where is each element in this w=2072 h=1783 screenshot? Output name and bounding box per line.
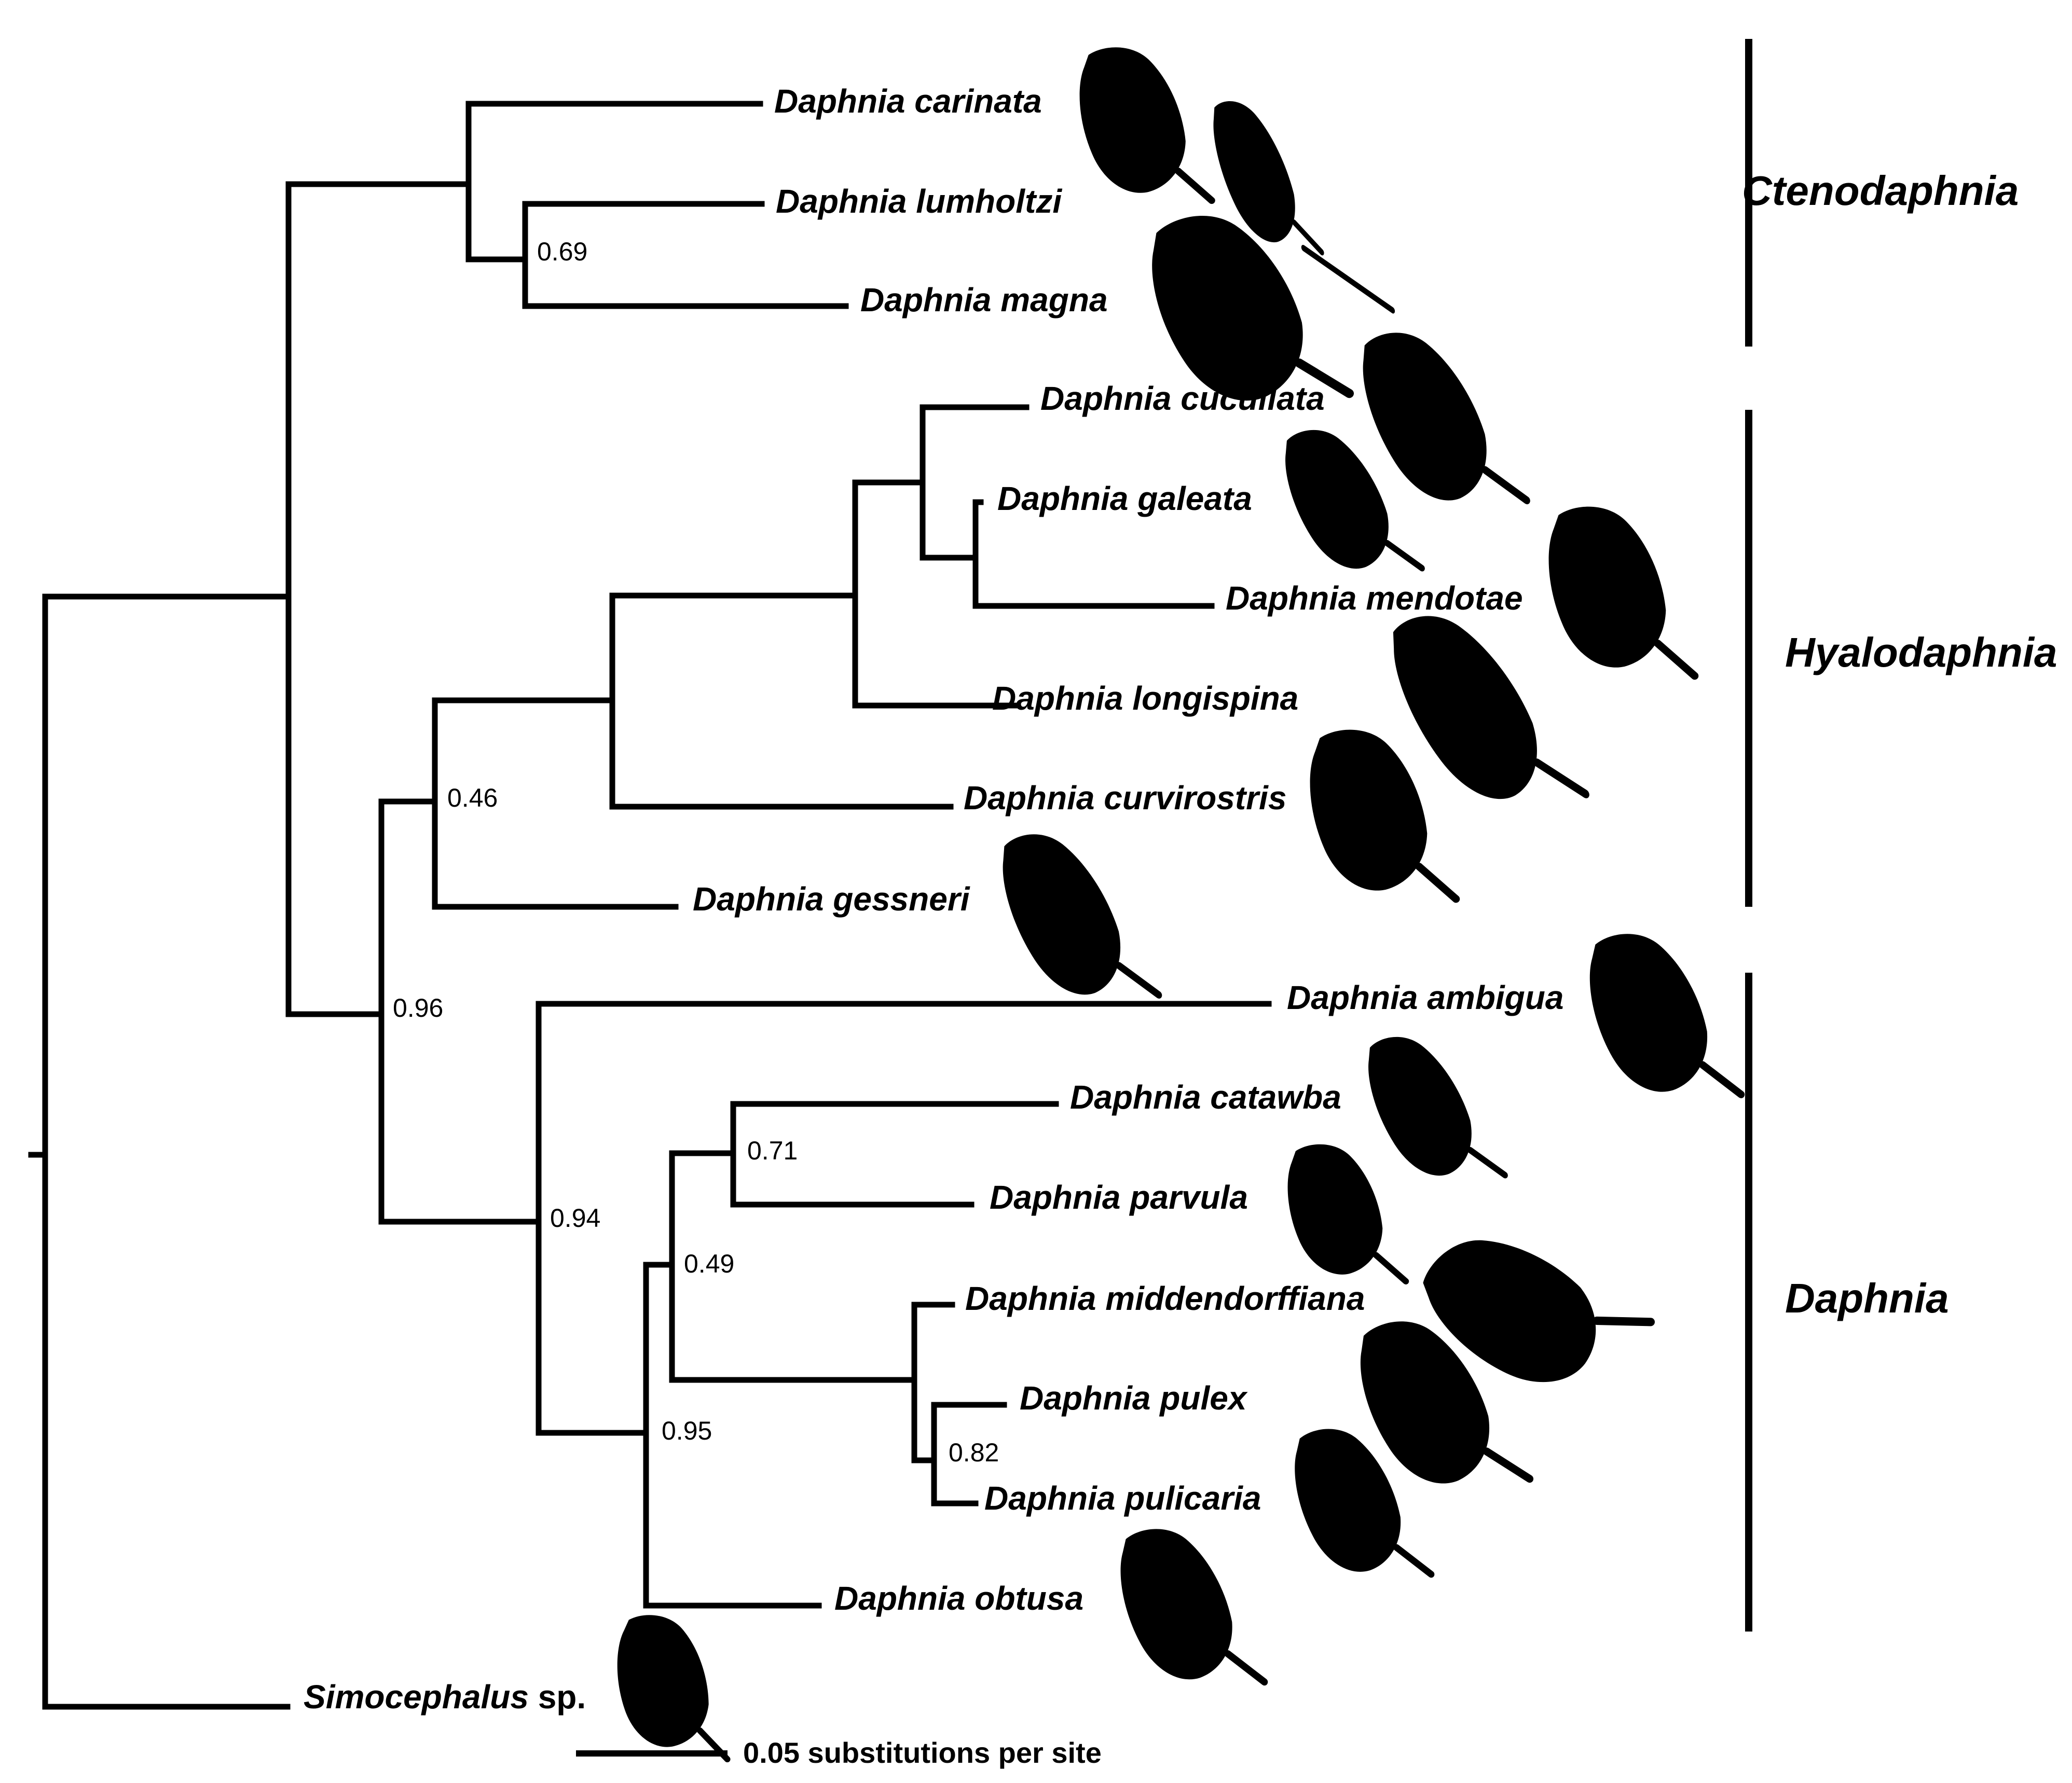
branch-node-i — [643, 1262, 822, 1609]
branch-root — [42, 593, 292, 1710]
clade-bars: Ctenodaphnia Hyalodaphnia Daphnia — [1742, 39, 2057, 1632]
taxon-label: Daphnia middendorffiana — [965, 1280, 1365, 1317]
branch-pulex-pulicaria — [931, 1402, 1007, 1506]
support-value: 0.69 — [537, 237, 587, 266]
support-value: 0.82 — [949, 1438, 999, 1467]
branch-node-j — [669, 1150, 917, 1383]
daphnia-silhouette-icon — [1532, 489, 1694, 706]
branch-node-d — [432, 697, 679, 910]
scale-bar: 0.05 substitutions per site — [576, 1736, 1102, 1769]
taxon-label: Simocephalus sp. — [304, 1678, 586, 1716]
daphnia-silhouette-icon — [1065, 32, 1212, 228]
branch-lumholtzi-magna — [522, 201, 849, 309]
daphnia-silhouette-icon — [1200, 72, 1395, 314]
branch-node-g — [920, 404, 1030, 561]
taxon-label: Daphnia catawba — [1070, 1079, 1341, 1116]
taxon-label: Daphnia longispina — [992, 680, 1298, 717]
tip-labels: Daphnia carinata Daphnia lumholtzi Daphn… — [304, 82, 1563, 1716]
taxon-label: Daphnia galeata — [997, 480, 1252, 517]
branch-ctenodaphnia — [465, 101, 763, 262]
branch-node-f — [852, 479, 1020, 709]
taxon-label: Daphnia parvula — [990, 1179, 1248, 1216]
branch-node-c — [378, 798, 542, 1225]
branch-catawba-parvula — [730, 1101, 1059, 1208]
branch-node-k — [911, 1302, 955, 1463]
support-value: 0.71 — [747, 1136, 798, 1165]
support-value: 0.95 — [662, 1416, 712, 1445]
taxon-label: Daphnia mendotae — [1226, 579, 1523, 617]
daphnia-silhouette-icon — [1103, 1509, 1264, 1718]
daphnia-silhouette-icon — [1351, 1017, 1505, 1212]
taxon-label: Daphnia pulex — [1020, 1379, 1248, 1417]
taxon-label: Daphnia carinata — [774, 82, 1042, 120]
taxon-label: Daphnia obtusa — [834, 1580, 1083, 1617]
branch-node-h — [536, 1001, 1272, 1436]
branch-node-a — [285, 181, 472, 1017]
taxon-label: Daphnia gessneri — [693, 880, 970, 918]
support-value: 0.94 — [550, 1204, 600, 1233]
support-value: 0.49 — [684, 1249, 734, 1278]
clade-label: Daphnia — [1785, 1275, 1949, 1321]
taxon-label: Daphnia lumholtzi — [776, 183, 1062, 220]
daphnia-silhouette-icon — [608, 1605, 728, 1775]
clade-label: Ctenodaphnia — [1742, 168, 2019, 214]
daphnia-silhouette-icon — [1571, 913, 1741, 1132]
support-value: 0.96 — [393, 993, 443, 1022]
taxon-label: Daphnia pulicaria — [984, 1480, 1261, 1517]
scale-bar-label: 0.05 substitutions per site — [743, 1736, 1102, 1769]
support-values: 0.69 0.46 0.96 0.94 0.71 0.49 0.95 0.82 — [393, 237, 999, 1467]
branch-galeata-mendotae — [972, 499, 1215, 609]
taxon-label: Daphnia ambigua — [1287, 979, 1563, 1016]
taxon-label: Daphnia magna — [860, 281, 1108, 319]
support-value: 0.46 — [447, 783, 498, 812]
clade-label: Hyalodaphnia — [1785, 629, 2057, 675]
branch-node-e — [609, 592, 954, 810]
tree-branches — [28, 101, 1272, 1710]
silhouettes — [608, 32, 1741, 1775]
taxon-label: Daphnia curvirostris — [964, 779, 1286, 817]
